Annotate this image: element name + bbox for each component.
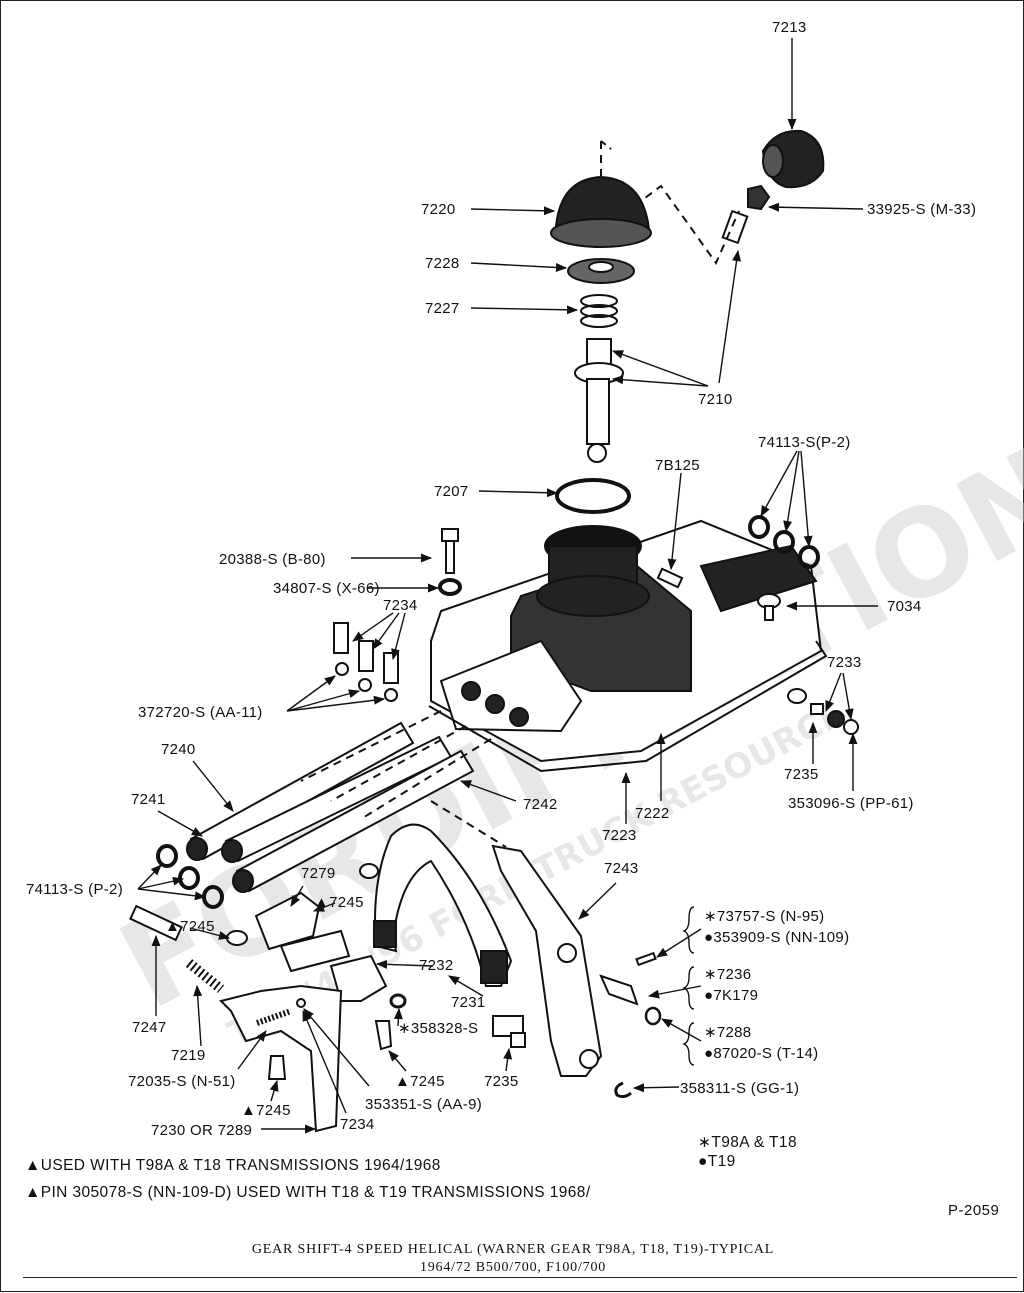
label-372720: 372720-S (AA-11) [138,704,263,721]
label-20388: 20388-S (B-80) [219,551,326,568]
vent-7034 [757,593,781,621]
label-7243: 7243 [604,860,639,877]
label-353096: 353096-S (PP-61) [788,795,914,812]
dust-boot-7220 [550,175,652,248]
label-7K179: ●7K179 [704,987,758,1004]
shift-lever-7210 [574,338,624,463]
label-7234-top: 7234 [383,597,418,614]
bolt-20388 [441,528,459,574]
label-7B125: 7B125 [655,457,700,474]
shift-rail-7240 [186,721,415,861]
label-87020: ●87020-S (T-14) [704,1045,818,1062]
nut-33925 [747,184,771,211]
label-7220: 7220 [421,201,456,218]
footnote-pin: ▲PIN 305078-S (NN-109-D) USED WITH T18 &… [25,1184,591,1201]
label-353351: 353351-S (AA-9) [365,1096,482,1113]
pin-7B125 [656,567,684,589]
label-72035: 72035-S (N-51) [128,1073,236,1090]
caption-models: 1964/72 B500/700, F100/700 [419,1260,607,1275]
footnote-used-with: ▲USED WITH T98A & T18 TRANSMISSIONS 1964… [25,1157,441,1174]
lever-7232 [279,929,388,1002]
label-7236: ∗7236 [704,966,751,983]
pin-73757 [635,951,657,967]
label-7233: 7233 [827,654,862,671]
detent-7245c [374,1020,393,1051]
shift-knob-7213 [761,129,825,189]
label-73757: ∗73757-S (N-95) [704,908,824,925]
label-74113-left: 74113-S (P-2) [26,881,123,898]
label-7235-top: 7235 [784,766,819,783]
pivot-7235 [492,1015,526,1048]
label-7222: 7222 [635,805,670,822]
gasket-7207 [555,478,631,514]
detent-7245a [226,930,248,946]
detent-7245b [359,863,379,879]
washer-34807 [438,578,462,596]
oring-7288 [644,1006,662,1026]
pin-7247 [129,904,183,942]
label-74113-top: 74113-S(P-2) [758,434,851,451]
label-7279: 7279 [301,865,336,882]
label-7034: 7034 [887,598,922,615]
label-7207: 7207 [434,483,469,500]
detent-springs-7234 [333,622,399,684]
label-7227: 7227 [425,300,460,317]
label-7228: 7228 [425,255,460,272]
detent-balls-372720 [335,662,398,702]
ball-353351 [296,998,306,1008]
label-358311: 358311-S (GG-1) [680,1080,799,1097]
label-7245-a: ▲7245 [314,894,364,911]
label-34807: 34807-S (X-66) [273,580,380,597]
label-7247: 7247 [132,1019,167,1036]
page-number: P-2059 [948,1202,1000,1219]
label-7240: 7240 [161,741,196,758]
detent-7245d [267,1055,287,1080]
label-7245-b: ▲7245 [165,918,215,935]
shift-fork-7231 [373,823,513,987]
shift-fork-7243 [491,844,603,1077]
clip-358311 [614,1081,632,1099]
plunger-7236 [599,974,639,1006]
label-7231: 7231 [451,994,486,1011]
label-358328: ∗358328-S [398,1020,478,1037]
bottom-rule [23,1277,1017,1278]
legend-star: ∗T98A & T18 [698,1134,797,1151]
label-33925: 33925-S (M-33) [867,201,976,218]
label-7210: 7210 [698,391,733,408]
spring-7227 [580,294,618,328]
retainer-7228 [567,258,635,284]
spring-7219 [185,959,225,993]
label-7230: 7230 OR 7289 [151,1122,252,1139]
label-7288: ∗7288 [704,1024,751,1041]
part-labels: 7213 7220 33925-S (M-33) 7228 7227 7210 … [26,19,976,1139]
cover-gasket-7223 [428,640,828,773]
label-7245-c: ▲7245 [395,1073,445,1090]
label-7219: 7219 [171,1047,206,1064]
legend-dot: ●T19 [698,1153,736,1170]
label-7234-bottom: 7234 [340,1116,375,1133]
label-7245-d: ▲7245 [241,1102,291,1119]
label-7242: 7242 [523,796,558,813]
label-7223: 7223 [602,827,637,844]
caption-title: GEAR SHIFT-4 SPEED HELICAL (WARNER GEAR … [251,1242,775,1257]
label-7232: 7232 [419,957,454,974]
label-7241: 7241 [131,791,166,808]
shift-housing-7222 [430,519,823,763]
label-353909: ●353909-S (NN-109) [704,929,849,946]
label-7213: 7213 [772,19,807,36]
label-7235-bottom: 7235 [484,1073,519,1090]
ring-358328 [389,993,407,1009]
